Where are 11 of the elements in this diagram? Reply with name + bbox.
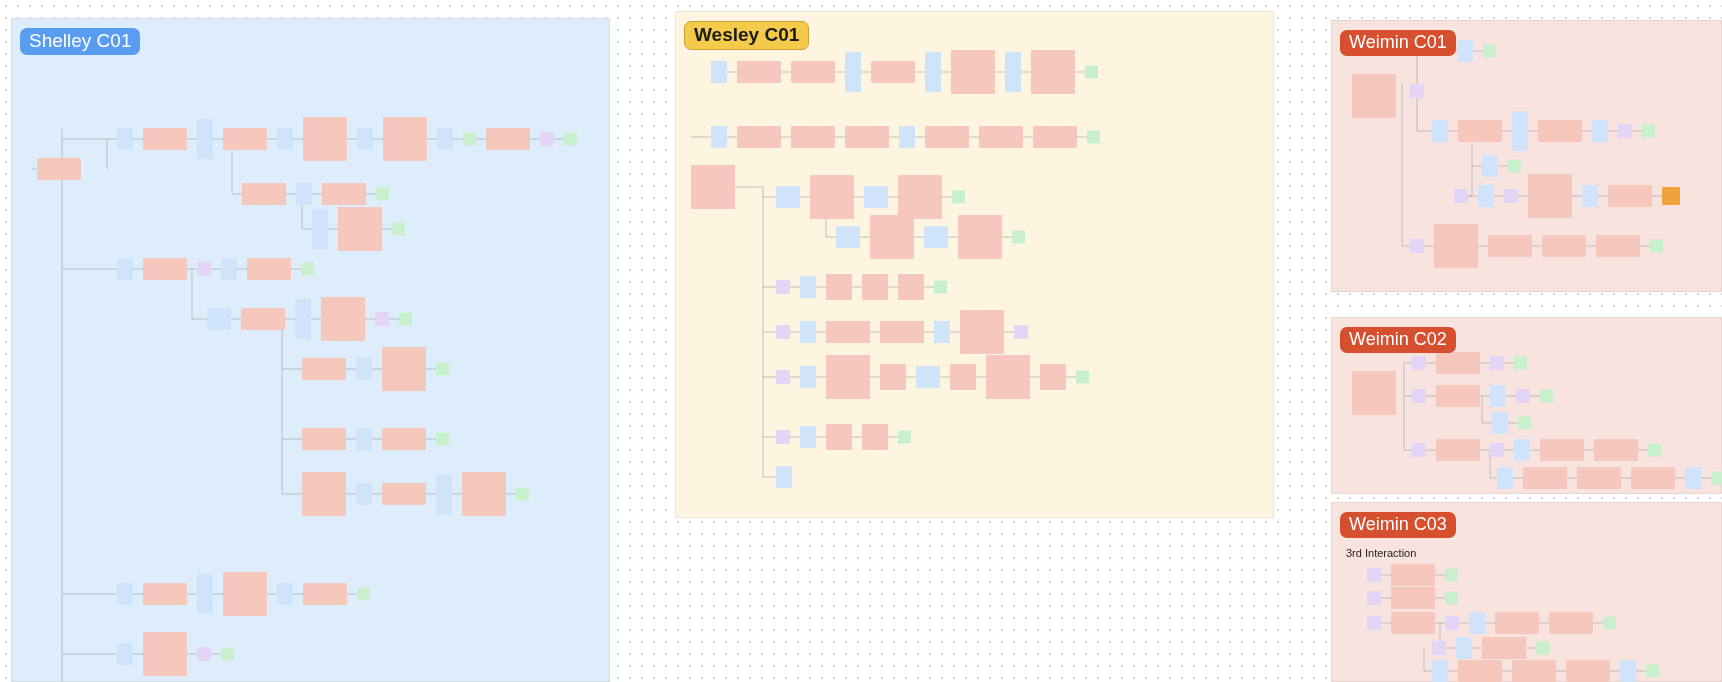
frame-panel bbox=[1331, 20, 1722, 292]
frame-title: Wesley C01 bbox=[684, 21, 810, 50]
frame-panel bbox=[1331, 317, 1722, 494]
frame-panel bbox=[11, 18, 610, 682]
frame-subheading: 3rd Interaction bbox=[1346, 547, 1417, 559]
frame-panel bbox=[675, 11, 1274, 518]
frame-title: Weimin C01 bbox=[1340, 30, 1456, 56]
frame-panel bbox=[1331, 502, 1722, 682]
frame-title: Weimin C03 bbox=[1340, 512, 1456, 538]
frame-title: Shelley C01 bbox=[20, 28, 141, 55]
frame-title: Weimin C02 bbox=[1340, 327, 1456, 353]
